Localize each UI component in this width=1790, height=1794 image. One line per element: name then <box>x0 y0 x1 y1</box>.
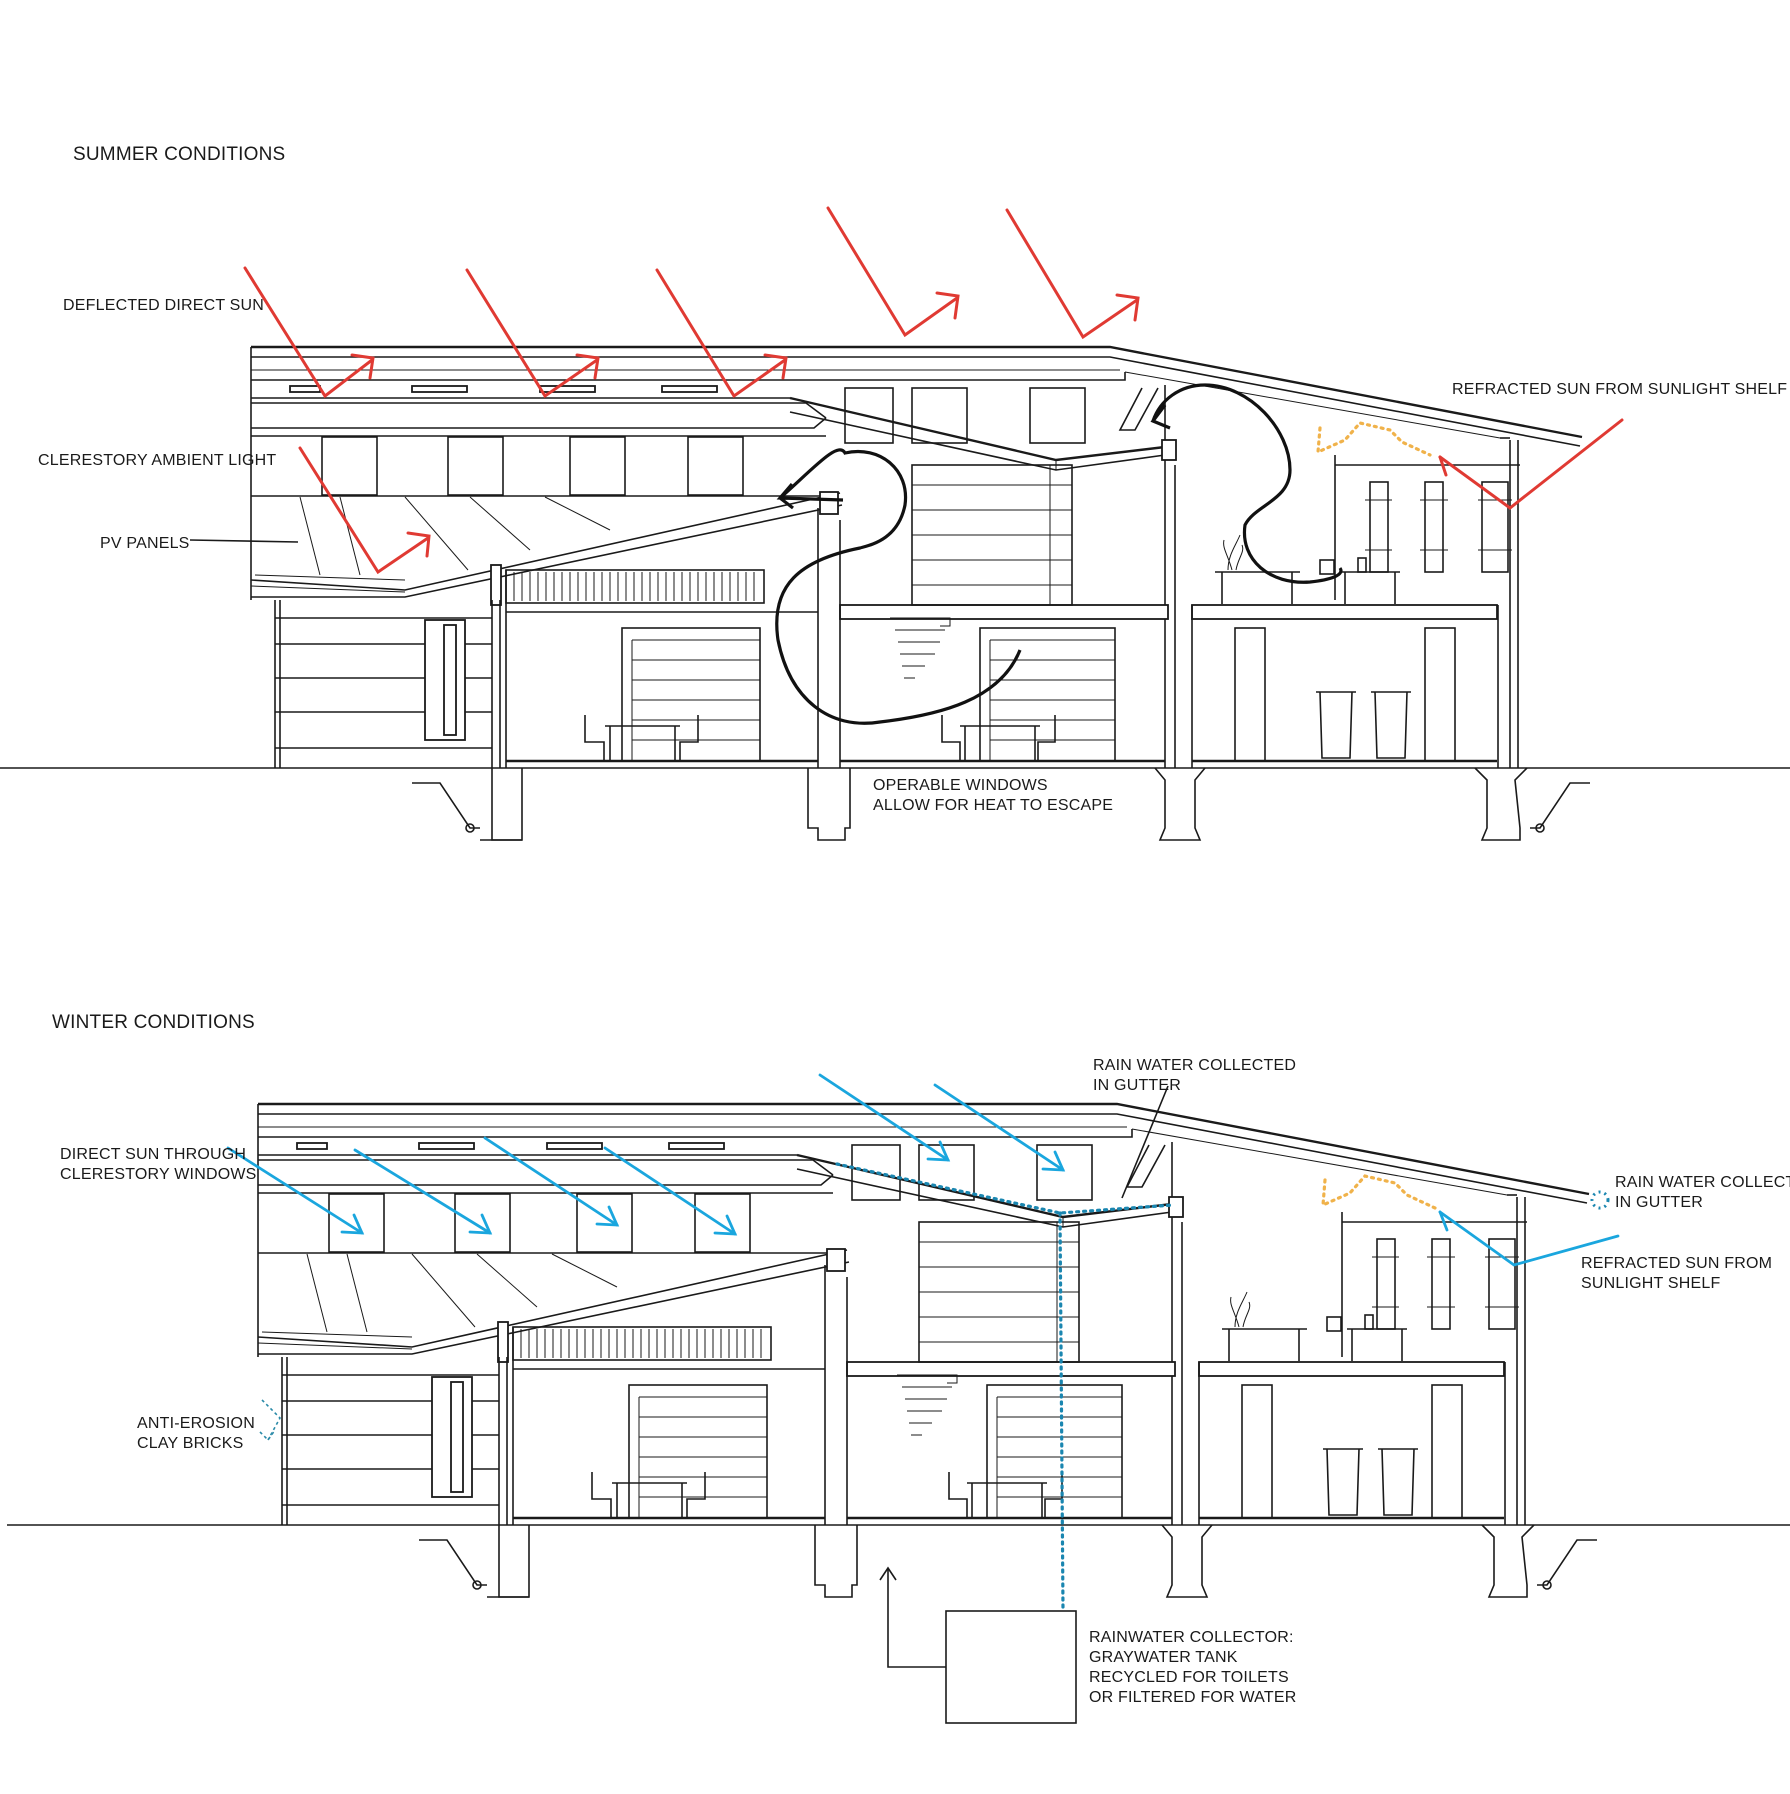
label-direct-sun-1: DIRECT SUN THROUGH <box>60 1146 246 1163</box>
label-refracted-sun-summer: REFRACTED SUN FROM SUNLIGHT SHELF <box>1452 381 1787 398</box>
label-clerestory-ambient-light: CLERESTORY AMBIENT LIGHT <box>38 452 276 469</box>
summer-airflow-arrows <box>775 383 1343 725</box>
winter-sunlight-shelf-path <box>1321 1174 1437 1210</box>
label-deflected-direct-sun: DEFLECTED DIRECT SUN <box>63 297 264 314</box>
label-collector-1: RAINWATER COLLECTOR: <box>1089 1629 1294 1646</box>
summer-section <box>0 345 1790 842</box>
label-rain-gutter-top-1: RAIN WATER COLLECTED <box>1093 1057 1296 1074</box>
pv-panels-leader-line <box>189 539 299 543</box>
anti-erosion-arrowhead <box>259 1429 276 1442</box>
label-anti-erosion-2: CLAY BRICKS <box>137 1435 244 1452</box>
label-rain-gutter-top-2: IN GUTTER <box>1093 1077 1181 1094</box>
rainwater-path <box>835 1162 1610 1612</box>
gutter-leader-line <box>1121 1085 1169 1199</box>
label-pv-panels: PV PANELS <box>100 535 190 552</box>
label-rain-gutter-right-2: IN GUTTER <box>1615 1194 1703 1211</box>
label-collector-3: RECYCLED FOR TOILETS <box>1089 1669 1289 1686</box>
anti-erosion-leader <box>261 1399 281 1441</box>
summer-title: SUMMER CONDITIONS <box>73 144 285 165</box>
label-operable-windows-2: ALLOW FOR HEAT TO ESCAPE <box>873 797 1113 814</box>
tank-return-line <box>887 1568 946 1668</box>
graywater-tank <box>945 1610 1077 1724</box>
label-collector-2: GRAYWATER TANK <box>1089 1649 1238 1666</box>
winter-sun-arrows <box>226 1073 1620 1267</box>
label-refracted-sun-winter-1: REFRACTED SUN FROM <box>1581 1255 1772 1272</box>
label-anti-erosion-1: ANTI-EROSION <box>137 1415 255 1432</box>
label-rain-gutter-right-1: RAIN WATER COLLECTED <box>1615 1174 1790 1191</box>
winter-title: WINTER CONDITIONS <box>52 1012 255 1033</box>
tank-return-arrowhead <box>879 1566 897 1581</box>
label-operable-windows-1: OPERABLE WINDOWS <box>873 777 1048 794</box>
label-collector-4: OR FILTERED FOR WATER <box>1089 1689 1296 1706</box>
summer-sunlight-shelf-path <box>1316 421 1432 457</box>
label-refracted-sun-winter-2: SUNLIGHT SHELF <box>1581 1275 1720 1292</box>
label-direct-sun-2: CLERESTORY WINDOWS <box>60 1166 257 1183</box>
summer-sun-arrows <box>243 206 1624 575</box>
